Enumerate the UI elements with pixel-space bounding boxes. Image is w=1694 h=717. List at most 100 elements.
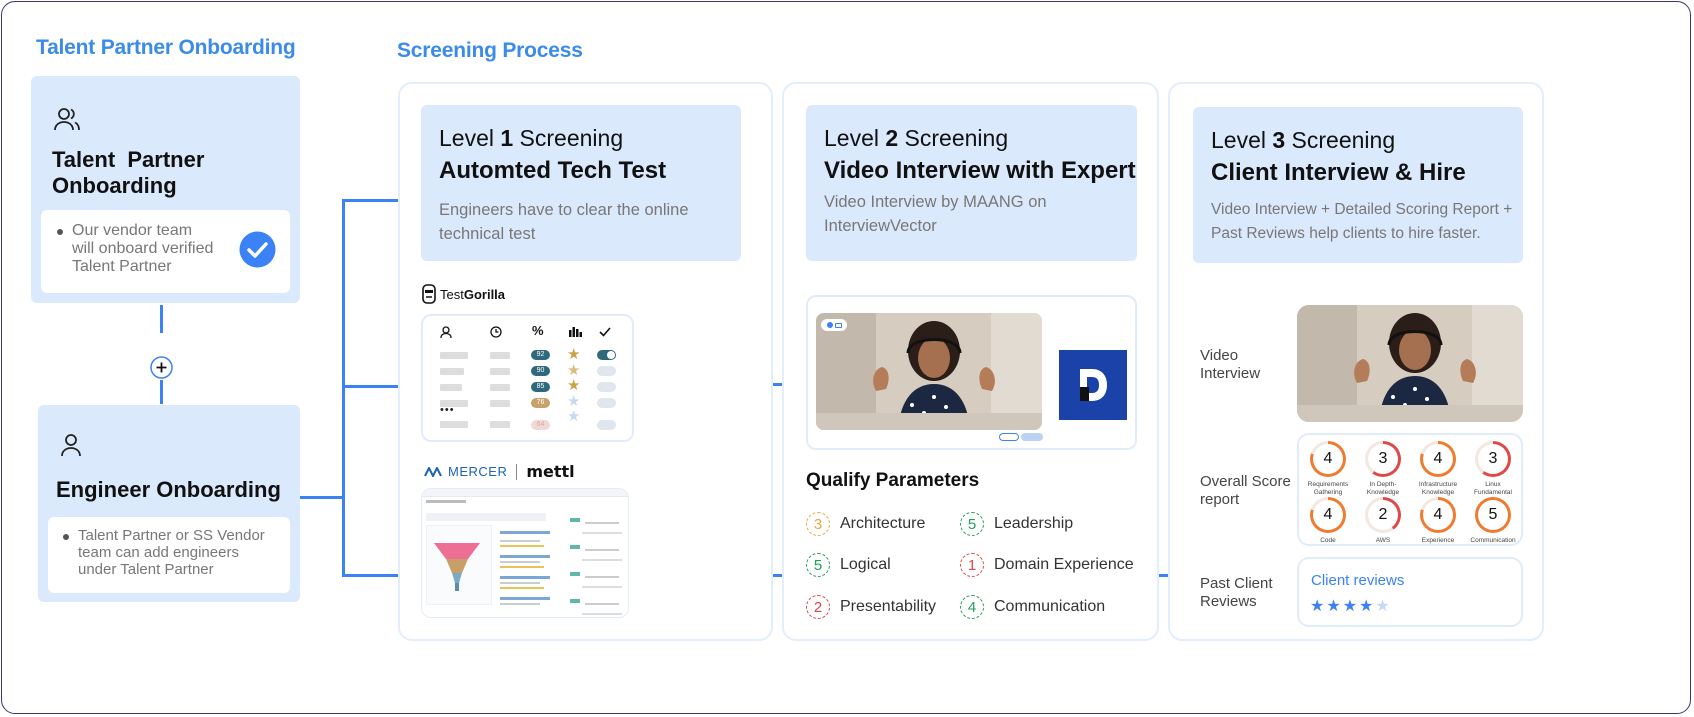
score-pill: 76 [531, 398, 550, 408]
talent-bullet-line-1: Our vendor team [72, 222, 193, 239]
score-label: In Depth-Knowledge [1366, 481, 1400, 496]
engineer-bullet-line-1: Talent Partner or SS Vendor [78, 527, 265, 544]
connector-line [160, 380, 163, 404]
level-3-title: Client Interview & Hire [1211, 159, 1466, 186]
score-ring: 3 [1475, 441, 1511, 477]
testgorilla-results-card: % ••• 92 90 85 76 64 ★★★★★ [421, 314, 634, 442]
ellipsis: ••• [440, 404, 455, 416]
level-3-panel: Level 3 Screening Client Interview & Hir… [1168, 82, 1544, 641]
toggle-off[interactable] [597, 420, 616, 430]
parameter-score-badge: 4 [960, 595, 984, 619]
score-label: AWS [1375, 537, 1391, 544]
toggle-off[interactable] [597, 366, 616, 376]
carousel-dot-active[interactable] [999, 433, 1019, 441]
video-camera-icon [821, 319, 847, 331]
parameter-label: Logical [840, 556, 891, 573]
level-1-desc-1: Engineers have to clear the online [439, 201, 689, 219]
parameter-label: Architecture [840, 515, 926, 532]
parameter-score-badge: 3 [806, 512, 830, 536]
talent-bullet-line-3: Talent Partner [72, 258, 172, 275]
screening-section-title: Screening Process [397, 39, 583, 62]
score-ring: 4 [1310, 497, 1346, 533]
plus-circle-icon[interactable] [150, 356, 173, 379]
carousel-dot[interactable] [1021, 433, 1043, 441]
engineer-bullet-line-3: under Talent Partner [78, 561, 214, 578]
score-ring: 4 [1420, 497, 1456, 533]
connector-line [160, 305, 163, 333]
level-1-desc-2: technical test [439, 225, 536, 243]
level-2-title: Video Interview with Expert [824, 157, 1136, 184]
engineer-bullet-line-2: team can add engineers [78, 544, 239, 561]
star-rating-column: ★★★★★ [567, 346, 581, 425]
star-icon: ★ [1342, 598, 1360, 615]
qualify-parameters-title: Qualify Parameters [806, 470, 980, 491]
check-icon [599, 327, 611, 337]
level-3-desc-2: Past Reviews help clients to hire faster… [1211, 225, 1481, 242]
star-icon: ★ [1359, 598, 1376, 615]
level-2-header: Level 2 Screening Video Interview with E… [806, 105, 1137, 261]
candidate-video-image [816, 313, 1042, 430]
person-icon [440, 326, 452, 339]
video-interview-card [806, 295, 1137, 450]
connector-line [300, 496, 344, 499]
star-icon: ★ [1375, 598, 1392, 615]
mettl-text: mettl [526, 462, 575, 481]
stage-list [568, 511, 626, 615]
score-pill: 64 [531, 420, 550, 430]
video-frame[interactable] [816, 313, 1042, 430]
score-pill: 90 [531, 366, 550, 376]
connector-line [342, 574, 398, 577]
level-1-title: Automted Tech Test [439, 157, 667, 184]
level-1-header: Level 1 Screening Automted Tech Test Eng… [421, 105, 741, 261]
level-3-video-frame[interactable] [1297, 305, 1523, 422]
connector-line [342, 385, 398, 388]
level-3-label: Level 3 Screening [1211, 127, 1396, 153]
level-2-desc-2: InterviewVector [824, 217, 937, 235]
engineer-onboarding-card: Engineer Onboarding Talent Partner or SS… [38, 405, 300, 602]
score-ring: 2 [1365, 497, 1401, 533]
level-2-desc-1: Video Interview by MAANG on [824, 193, 1047, 211]
bar-chart-icon [569, 327, 582, 337]
qualify-parameter: 3 Architecture [806, 512, 925, 536]
talent-card-title-1: Talent Partner [52, 147, 205, 172]
score-pill: 92 [531, 350, 550, 360]
score-pill: 85 [531, 382, 550, 392]
user-icon [61, 434, 81, 457]
engineer-card-title: Engineer Onboarding [56, 477, 281, 502]
d-logo-icon [1080, 369, 1107, 401]
talent-card-title-2: Onboarding [52, 173, 177, 198]
client-reviews-card[interactable]: Client reviews ★★★★★ [1297, 557, 1523, 627]
star-icon: ★ [1310, 598, 1327, 615]
clock-icon [490, 326, 502, 338]
toggle-on[interactable] [597, 350, 616, 360]
score-ring: 3 [1365, 441, 1401, 477]
percent-icon: % [532, 323, 544, 338]
mettl-dashboard-thumbnail [421, 488, 629, 618]
client-reviews-title[interactable]: Client reviews [1311, 572, 1405, 589]
toggle-off[interactable] [597, 382, 616, 392]
mercer-text: MERCER [448, 464, 508, 479]
toggle-off[interactable] [597, 398, 616, 408]
parameter-label: Communication [994, 598, 1106, 615]
level-3-header: Level 3 Screening Client Interview & Hir… [1193, 107, 1523, 263]
level-1-panel: Level 1 Screening Automted Tech Test Eng… [398, 82, 773, 641]
qualify-parameter: 4 Communication [960, 595, 1105, 619]
